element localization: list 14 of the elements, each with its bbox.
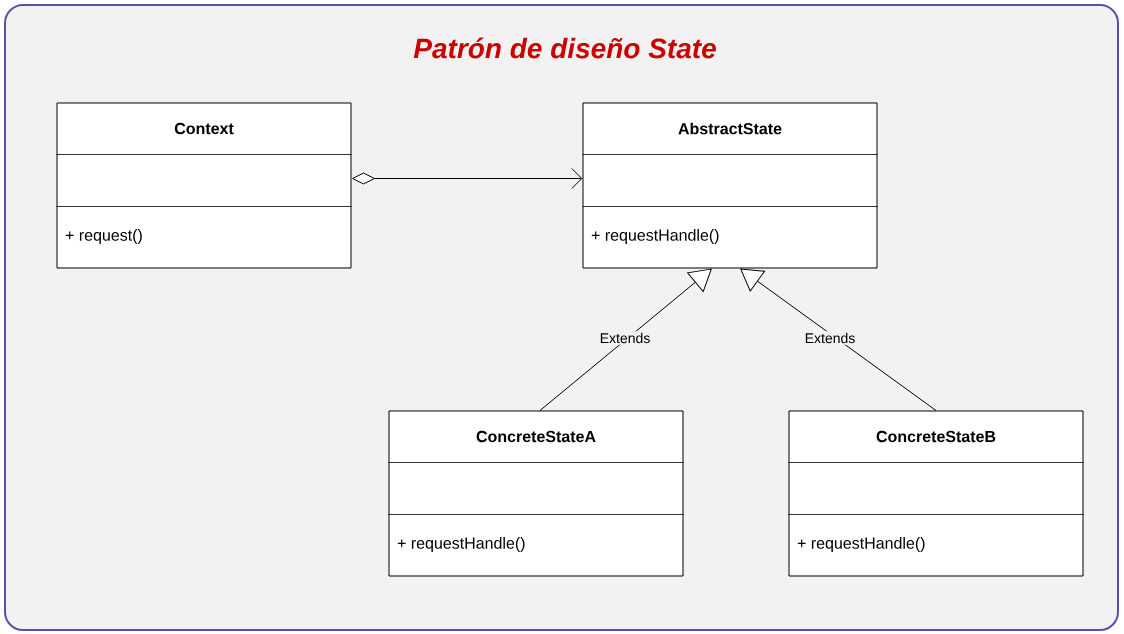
class-name: AbstractState xyxy=(678,122,782,135)
inheritance-arrow xyxy=(740,268,937,411)
inheritance-arrow xyxy=(539,268,712,411)
class-name: ConcreteStateB xyxy=(876,430,996,443)
edge-label: Extends xyxy=(803,331,857,345)
class-name: Context xyxy=(174,122,234,135)
method-text: + requestHandle() xyxy=(797,537,925,552)
title: Patrón de diseño State xyxy=(413,37,716,59)
method-text: + requestHandle() xyxy=(591,229,719,244)
aggregation-arrow xyxy=(352,168,583,189)
method-text: + request() xyxy=(65,229,142,244)
method-text: + requestHandle() xyxy=(397,537,525,552)
class-name: ConcreteStateA xyxy=(476,430,596,443)
edge-label: Extends xyxy=(598,331,652,345)
